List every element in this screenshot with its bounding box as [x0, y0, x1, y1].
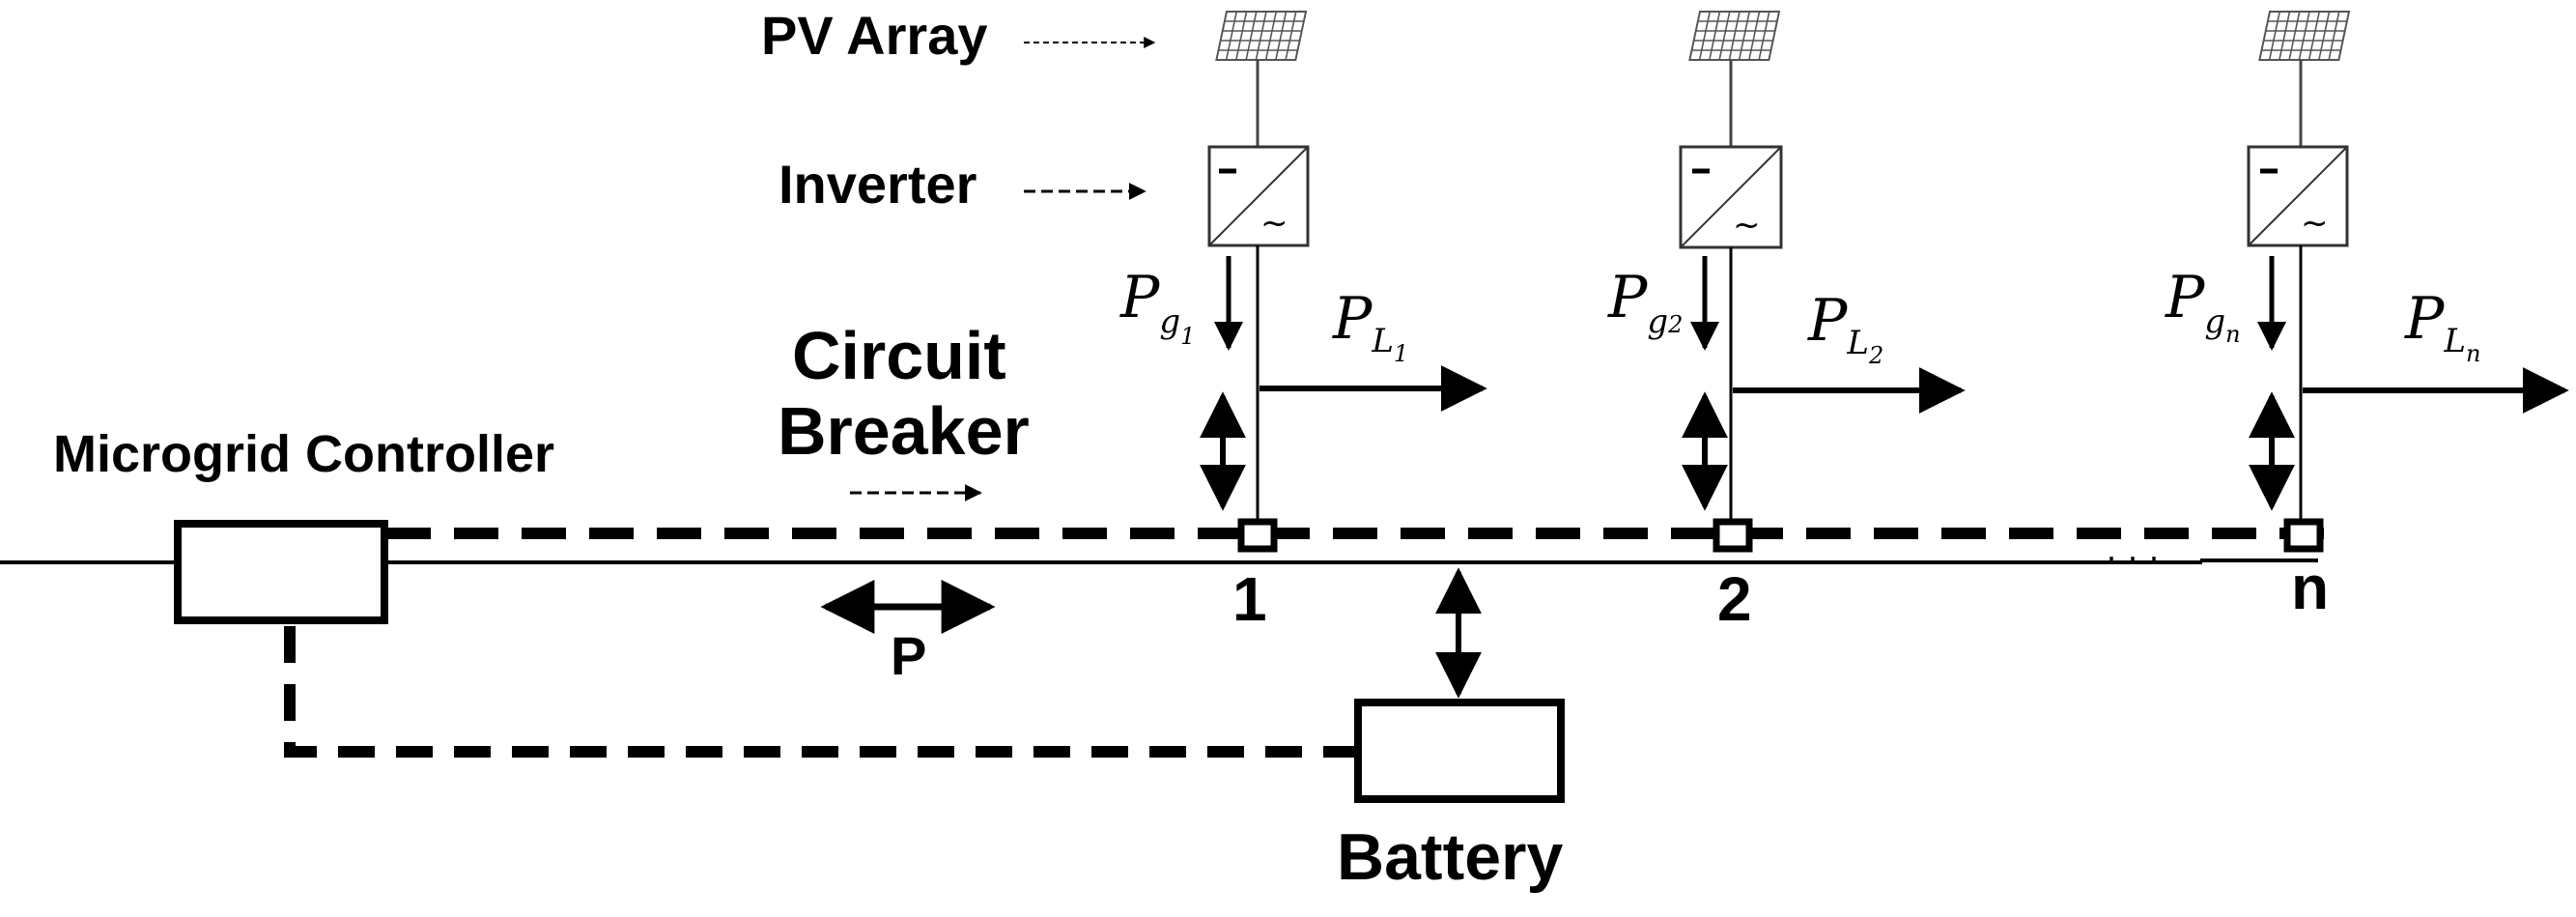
solar-panel-icon [1688, 11, 1781, 61]
pv-array-label: PV Array [761, 5, 988, 66]
solar-panel-icon [2258, 11, 2351, 61]
solar-panel-icon [1215, 11, 1308, 61]
node-1-group: ~ Pg1 PL1 1 [1119, 11, 1487, 634]
load-power-label: PL2 [1807, 287, 1883, 369]
svg-text:~: ~ [1260, 204, 1288, 243]
node-2-group: ~ Pg2 PL2 2 [1607, 11, 1966, 634]
svg-text:~: ~ [2301, 204, 2329, 243]
node-breaker-box [1237, 518, 1278, 553]
node-n-group: ~ Pgn PLn n [2165, 11, 2569, 622]
node-label: n [2291, 553, 2329, 622]
generation-power-label: Pg1 [1119, 264, 1195, 350]
power-flow-label: P [891, 625, 926, 686]
inverter-icon: ~ [1679, 145, 1783, 249]
microgrid-controller-label: Microgrid Controller [53, 425, 554, 483]
node-label: 1 [1232, 564, 1267, 634]
ellipsis-label: · · · [2106, 536, 2160, 576]
node-label: 2 [1717, 564, 1752, 634]
generation-power-label: Pgn [2165, 264, 2241, 348]
battery-label: Battery [1337, 820, 1563, 894]
load-power-label: PLn [2404, 285, 2480, 367]
node-breaker-box [1713, 518, 1753, 553]
generation-power-label: Pg2 [1607, 264, 1683, 341]
battery-communication-line [284, 626, 1362, 758]
inverter-label: Inverter [778, 154, 977, 215]
load-power-label: PL1 [1332, 285, 1408, 367]
node-breaker-box [2283, 518, 2324, 553]
inverter-icon: ~ [1207, 145, 1310, 247]
svg-text:~: ~ [1733, 206, 1761, 244]
battery-box [1354, 699, 1565, 803]
microgrid-controller-box [174, 520, 388, 624]
circuit-breaker-label-line1: Circuit [792, 318, 1006, 393]
inverter-icon: ~ [2247, 145, 2349, 247]
circuit-breaker-label-line2: Breaker [778, 393, 1030, 469]
circuit-breaker-label: Circuit Breaker [778, 318, 1030, 469]
